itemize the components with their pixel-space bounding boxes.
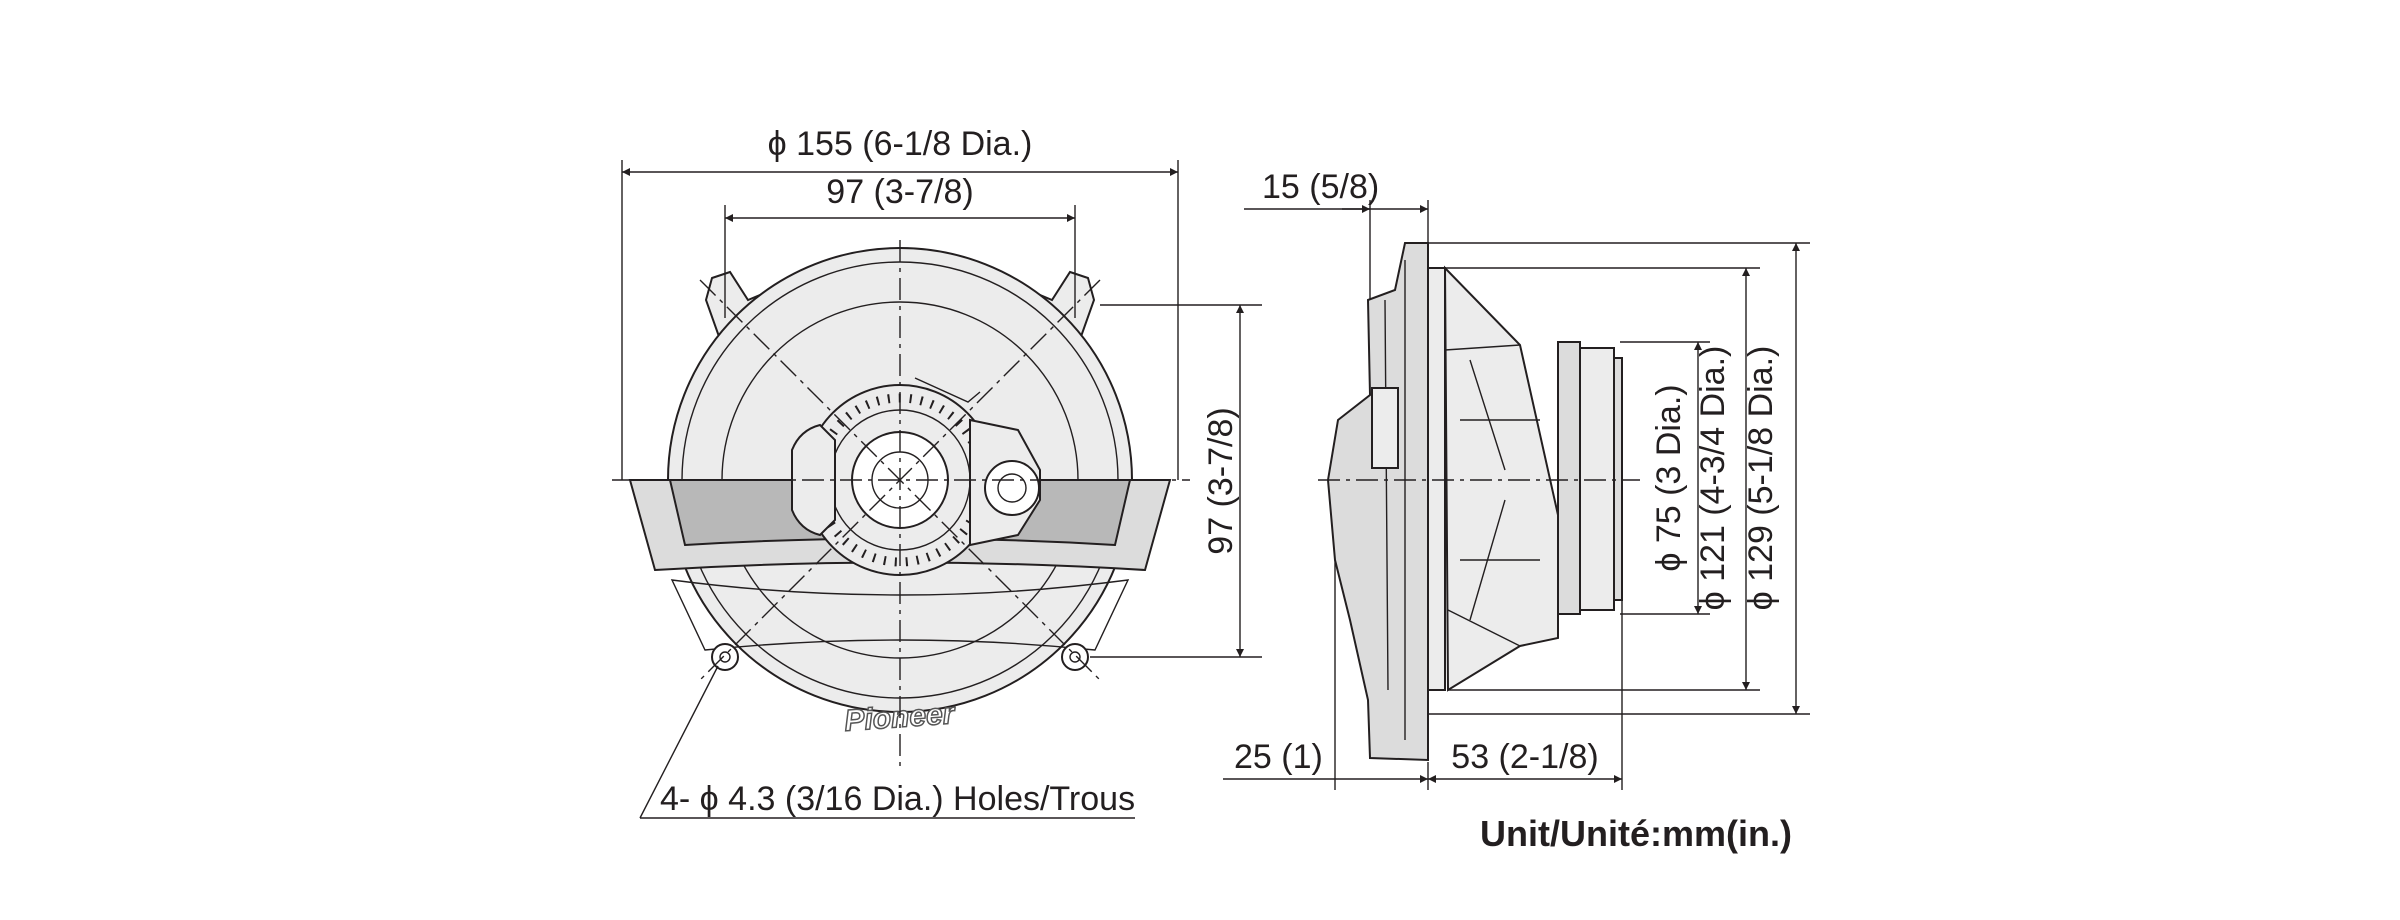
super-tweeter	[984, 460, 1040, 516]
label-mount-depth-front: 25 (1)	[1234, 738, 1323, 776]
label-mount-depth-rear: 53 (2-1/8)	[1451, 738, 1598, 776]
super-tweeter-inner	[997, 473, 1027, 503]
side-basket	[1443, 265, 1559, 692]
lead-wire	[914, 377, 981, 403]
label-hole-spacing: 97 (3-7/8)	[1202, 407, 1240, 554]
side-magnet	[1579, 347, 1615, 611]
side-grille-inner	[1384, 260, 1406, 740]
unit-label: Unit/Unité:mm(in.)	[1480, 813, 1792, 854]
side-flange	[1427, 267, 1446, 691]
side-basket-ribs	[1444, 344, 1540, 647]
label-flange-thickness: 15 (5/8)	[1262, 168, 1379, 206]
label-cutout-diameter: ϕ 121 (4-3/4 Dia.)	[1694, 346, 1732, 611]
leader-holes	[639, 665, 719, 819]
label-holes: 4- ϕ 4.3 (3/16 Dia.) Holes/Trous	[660, 780, 1135, 818]
label-overall-diameter: ϕ 155 (6-1/8 Dia.)	[768, 125, 1033, 163]
front-view: Pioneer ϕ 155 (6-1/8 Dia.) 97 (3-7/8) 97…	[612, 125, 1262, 819]
side-magnet-back	[1613, 357, 1623, 601]
side-terminal	[1371, 387, 1399, 469]
side-magnet-plate	[1557, 341, 1581, 615]
side-grille	[1326, 242, 1429, 762]
label-magnet-diameter: ϕ 75 (3 Dia.)	[1650, 384, 1688, 571]
grille-lower-panel	[670, 579, 1130, 651]
side-view: 15 (5/8) 25 (1) 53 (2-1/8) ϕ 75 (3 Dia.)…	[1223, 168, 1810, 790]
mounting-hole-left	[711, 643, 739, 671]
centerline-diagonal-b	[699, 279, 1101, 681]
label-tab-spacing: 97 (3-7/8)	[826, 173, 973, 211]
mounting-hole-right	[1061, 643, 1089, 671]
label-frame-diameter: ϕ 129 (5-1/8 Dia.)	[1742, 346, 1780, 611]
